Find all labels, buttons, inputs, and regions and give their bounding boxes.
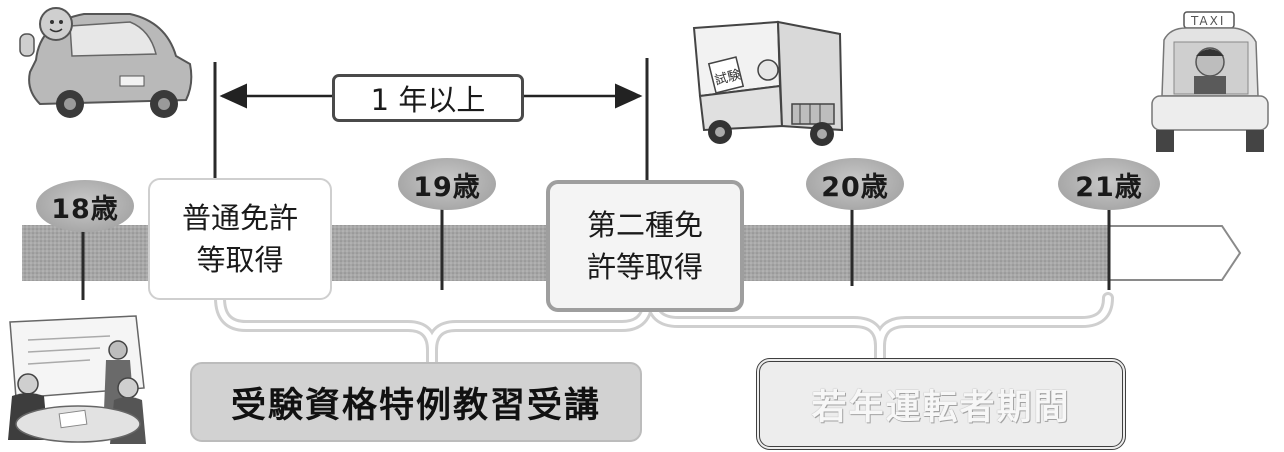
duration-label: 1 年以上 <box>332 74 524 122</box>
license-acquired-box: 普通免許 等取得 <box>148 178 332 300</box>
taxi-driver-icon: TAXI <box>1151 11 1269 152</box>
license-line-2: 等取得 <box>196 243 284 277</box>
second-class-line-1: 第二種免 <box>586 208 703 242</box>
classroom-lecture-icon <box>8 315 146 444</box>
truck-driver-icon: 試験 <box>692 20 844 146</box>
novice-driver-period-label: 若年運転者期間 <box>756 358 1126 450</box>
timeline-arrow-head <box>1108 225 1242 281</box>
car-driver-icon <box>19 7 193 118</box>
age-badge-18: 18歳 <box>36 180 134 232</box>
second-class-license-box: 第二種免 許等取得 <box>546 180 744 312</box>
second-class-line-2: 許等取得 <box>586 250 703 284</box>
special-course-label: 受験資格特例教習受講 <box>190 362 642 442</box>
taxi-sign: TAXI <box>1190 14 1225 28</box>
age-badge-19: 19歳 <box>398 158 496 210</box>
truck-sign: 試験 <box>713 67 742 89</box>
age-badge-20: 20歳 <box>806 158 904 210</box>
license-line-1: 普通免許 <box>181 201 298 235</box>
age-badge-21: 21歳 <box>1058 158 1160 210</box>
